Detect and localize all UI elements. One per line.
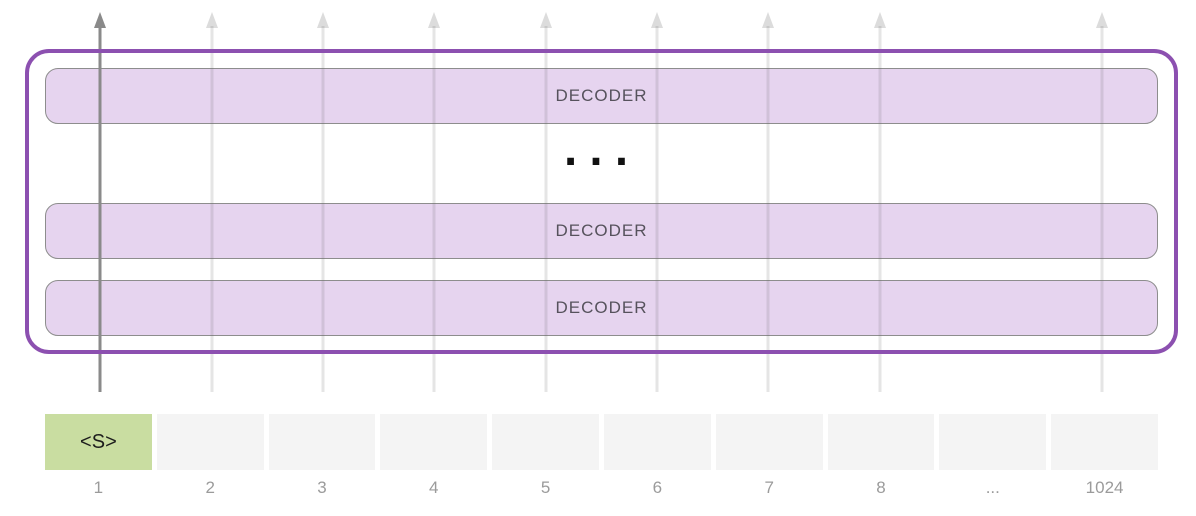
position-row: 1 2 3 4 5 6 7 8 ... 1024 — [45, 478, 1158, 498]
token-cell — [492, 414, 599, 470]
start-token-cell: <s> — [45, 414, 152, 470]
decoder-layer-label: DECODER — [555, 86, 648, 105]
token-cell — [603, 414, 711, 470]
arrow-line — [98, 26, 102, 392]
position-label: 3 — [317, 478, 327, 497]
arrow-line — [210, 26, 214, 392]
arrowhead-icon — [540, 12, 552, 28]
arrowhead-icon — [874, 12, 886, 28]
decoder-layer-top: DECODER — [45, 68, 1158, 124]
arrowhead-icon — [428, 12, 440, 28]
position-label: 2 — [205, 478, 215, 497]
arrowhead-icon — [1096, 12, 1108, 28]
decoder-layer-label: DECODER — [555, 298, 648, 317]
arrowhead-icon — [206, 12, 218, 28]
position-label: 1 — [93, 478, 104, 497]
position-label: ... — [985, 478, 1000, 497]
arrowhead-icon — [762, 12, 774, 28]
token-cell — [715, 414, 823, 470]
decoder-layer-bottom: DECODER — [45, 280, 1158, 336]
position-label: 8 — [876, 478, 886, 497]
token-row: <s> — [45, 414, 1158, 470]
token-cell — [939, 414, 1047, 470]
arrow-line — [655, 26, 659, 392]
arrowhead-icon — [94, 12, 106, 28]
token-cell — [156, 414, 264, 470]
arrow-line — [432, 26, 436, 392]
arrow-line — [766, 26, 770, 392]
token-cell — [268, 414, 376, 470]
position-label: 5 — [540, 478, 551, 497]
position-label: 4 — [429, 478, 439, 497]
arrow-line — [321, 26, 325, 392]
start-token-label: <s> — [80, 430, 117, 453]
decoder-layer-middle: DECODER — [45, 203, 1158, 259]
arrowhead-icon — [651, 12, 663, 28]
position-label: 7 — [764, 478, 774, 497]
position-label: 6 — [652, 478, 663, 497]
position-label: 1024 — [1085, 478, 1124, 497]
token-cell — [380, 414, 488, 470]
arrow-line — [544, 26, 548, 392]
stack-ellipsis: ... — [563, 130, 640, 174]
arrow-line — [1100, 26, 1104, 392]
decoder-layer-label: DECODER — [555, 221, 648, 240]
token-cell — [827, 414, 935, 470]
arrow-line — [878, 26, 882, 392]
arrowhead-icon — [317, 12, 329, 28]
token-cell — [1051, 414, 1158, 470]
